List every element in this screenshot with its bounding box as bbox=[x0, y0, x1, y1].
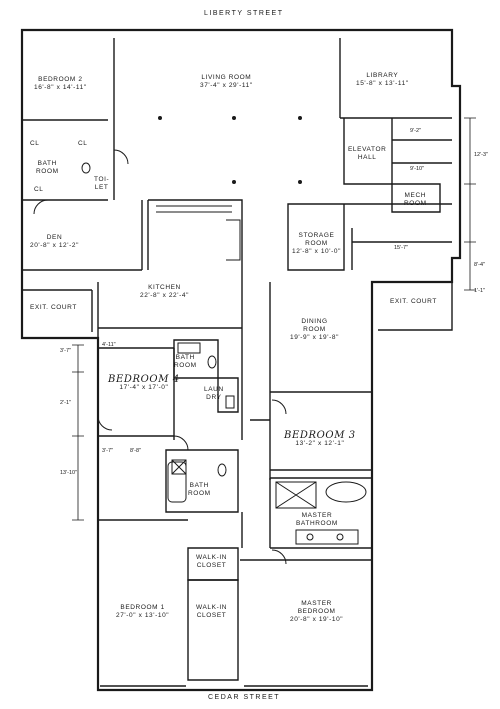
shower-x bbox=[275, 481, 317, 509]
door-swing-4 bbox=[271, 549, 287, 565]
kitchen-wall bbox=[97, 199, 243, 338]
closet-label-1: CL bbox=[30, 140, 40, 147]
toilet-3 bbox=[81, 162, 91, 174]
dim-15-7: 15'-7" bbox=[394, 245, 409, 251]
bedroom4-wall bbox=[98, 347, 175, 440]
vanity bbox=[295, 529, 359, 545]
column-3 bbox=[298, 116, 302, 120]
dim-3-7b: 3'-7" bbox=[102, 448, 113, 454]
tub-low bbox=[167, 461, 187, 503]
exit-court-left-wall bbox=[22, 289, 93, 332]
street-bottom: CEDAR STREET bbox=[208, 694, 281, 701]
column-1 bbox=[158, 116, 162, 120]
stair-x bbox=[171, 459, 187, 475]
sink-1 bbox=[306, 533, 314, 541]
bedroom3-wall bbox=[269, 392, 372, 480]
toilet-2 bbox=[217, 463, 227, 477]
dim-8-4: 8'-4" bbox=[474, 262, 485, 268]
den-wall bbox=[21, 200, 143, 282]
dim-9-10: 9'-10" bbox=[410, 166, 425, 172]
storage-wall bbox=[287, 203, 452, 271]
column-5 bbox=[298, 180, 302, 184]
closet-label-3: CL bbox=[34, 186, 44, 193]
dim-1-1: 1'-1" bbox=[474, 288, 485, 294]
toilet-1 bbox=[207, 355, 217, 369]
master-bed-wall bbox=[240, 559, 372, 687]
library-wall bbox=[339, 38, 452, 119]
laundry-wall bbox=[217, 377, 239, 413]
door-swing-3 bbox=[271, 399, 287, 415]
elevator-hall-wall bbox=[343, 118, 452, 185]
dim-line-left bbox=[72, 344, 84, 521]
laundry-machine bbox=[225, 395, 235, 409]
mech-room-wall bbox=[391, 183, 441, 213]
corridor-wall bbox=[241, 328, 270, 548]
door-swing-1 bbox=[113, 149, 129, 165]
dim-9-2: 9'-2" bbox=[410, 128, 421, 134]
master-bath-wall bbox=[269, 477, 372, 549]
bedroom2-wall bbox=[22, 38, 115, 201]
dim-2-1: 2'-1" bbox=[60, 400, 71, 406]
shower bbox=[275, 481, 317, 509]
exit-court-right-label: EXIT. COURT bbox=[390, 298, 437, 305]
dim-13-10: 13'-10" bbox=[60, 470, 78, 476]
bath-mid-wall bbox=[165, 449, 239, 513]
dim-4-11: 4'-11" bbox=[102, 342, 116, 348]
bathtub-top bbox=[177, 342, 201, 354]
kitchen-counter bbox=[156, 205, 241, 261]
exit-court-left-label: EXIT. COURT bbox=[30, 304, 77, 311]
dim-line-right bbox=[464, 117, 476, 291]
door-swing-2 bbox=[33, 199, 49, 215]
door-swing-5 bbox=[173, 435, 189, 451]
toilet-label: TOI-LET bbox=[94, 176, 110, 191]
fixture-box bbox=[171, 459, 187, 475]
door-swing-6 bbox=[97, 415, 113, 431]
dim-12-3: 12'-3" bbox=[474, 152, 489, 158]
street-top: LIBERTY STREET bbox=[204, 10, 284, 17]
closet-label-2: CL bbox=[78, 140, 88, 147]
dim-8-8: 8'-8" bbox=[130, 448, 141, 454]
exit-court-right-wall bbox=[378, 281, 453, 331]
walkin2-wall bbox=[187, 579, 239, 681]
column-4 bbox=[232, 180, 236, 184]
dim-3-7: 3'-7" bbox=[60, 348, 71, 354]
bedroom1-wall bbox=[98, 519, 188, 687]
dining-wall bbox=[269, 282, 372, 393]
master-tub bbox=[325, 481, 367, 503]
outer-wall bbox=[20, 28, 462, 692]
column-2 bbox=[232, 116, 236, 120]
sink-2 bbox=[336, 533, 344, 541]
